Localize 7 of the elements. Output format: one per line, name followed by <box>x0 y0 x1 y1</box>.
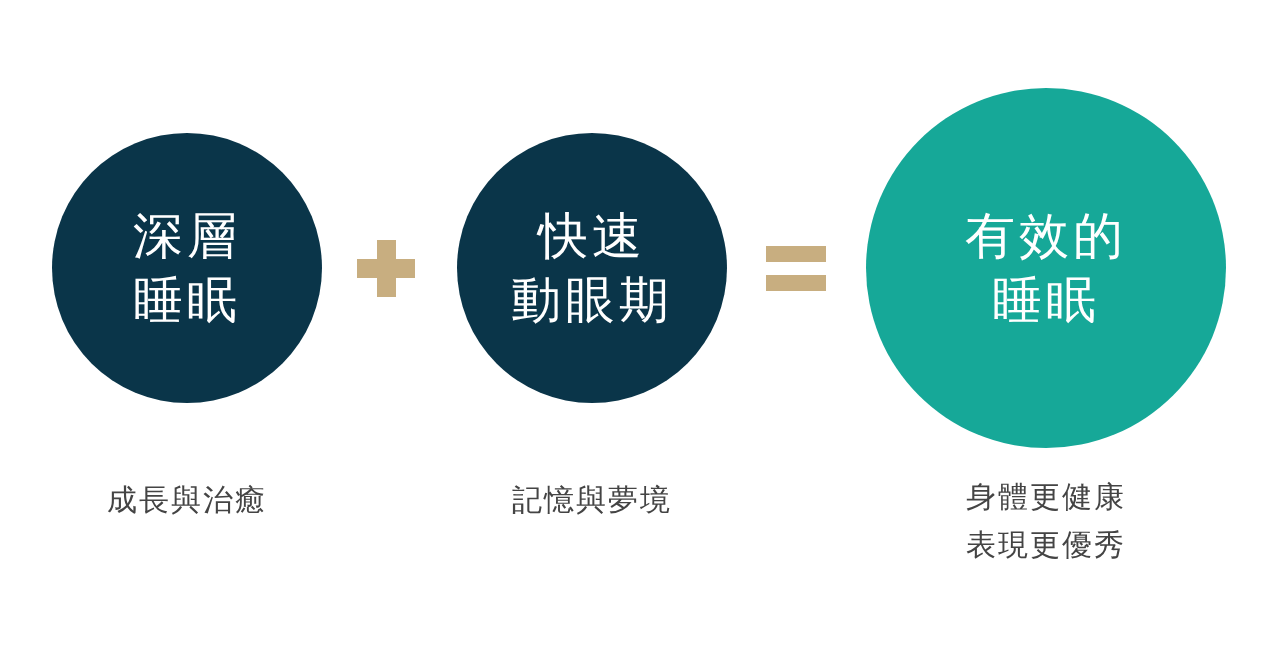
caption-text: 表現更優秀 <box>966 526 1126 564</box>
node-label: 有效的睡眠 <box>965 206 1127 331</box>
node-label: 深層睡眠 <box>133 206 241 331</box>
caption-text: 身體更健康 <box>966 478 1126 516</box>
caption-text: 成長與治癒 <box>107 481 267 519</box>
caption-text: 記憶與夢境 <box>512 481 672 519</box>
node-label: 快速動眼期 <box>511 206 673 331</box>
